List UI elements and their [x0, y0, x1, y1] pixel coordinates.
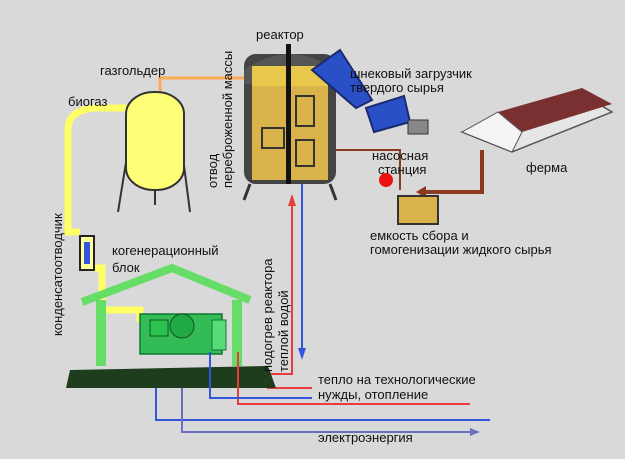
electricity-line — [181, 388, 472, 433]
biogas-pipe — [64, 104, 140, 236]
biogas-label: биогаз — [68, 94, 107, 109]
reactor-heating-label-1: подогрев реактора — [260, 258, 275, 372]
reactor-label: реактор — [256, 27, 304, 42]
electricity-arrow — [470, 428, 480, 436]
hot-water-arrow — [288, 194, 296, 206]
feed-line-tank-reactor — [336, 149, 401, 190]
gas-pipe-reactor-gasholder — [158, 76, 252, 92]
condensate-trap — [79, 235, 95, 271]
farm-label: ферма — [526, 160, 568, 175]
fermented-out-label-1: отвод — [205, 153, 220, 188]
fermented-out-label-2: переброженной массы — [220, 51, 235, 188]
heat-label-1: тепло на технологические — [318, 372, 476, 387]
reactor-heating-label-2: теплой водой — [276, 290, 291, 372]
cogen-label-2: блок — [112, 260, 140, 275]
gasholder — [117, 91, 191, 213]
farm — [459, 88, 614, 153]
screw-loader — [310, 48, 429, 135]
tank-label-2: гомогенизации жидкого сырья — [370, 242, 552, 257]
heat-output-line — [237, 352, 470, 405]
reactor — [242, 44, 338, 201]
homogenization-tank — [397, 195, 439, 225]
cogeneration-unit — [80, 263, 252, 366]
heat-return-line — [209, 352, 312, 399]
electric-line — [155, 388, 490, 421]
gasholder-label: газгольдер — [100, 63, 165, 78]
electricity-label: электроэнергия — [318, 430, 413, 445]
pump-station-label-1: насосная — [372, 148, 428, 163]
pump-station-dot — [379, 173, 393, 187]
heat-label-2: нужды, отопление — [318, 387, 428, 402]
cogen-label-1: когенерационный — [112, 243, 219, 258]
cold-water-arrow — [298, 348, 306, 360]
pump-station-label-2: станция — [378, 162, 426, 177]
ground — [66, 366, 276, 388]
condensate-trap-label: конденсатоотводчик — [50, 213, 65, 336]
tank-label-1: емкость сбора и — [370, 228, 469, 243]
screw-loader-label-1: шнековый загрузчик — [350, 66, 472, 81]
screw-loader-label-2: твердого сырья — [350, 80, 444, 95]
feed-line-farm-tank — [426, 150, 484, 194]
